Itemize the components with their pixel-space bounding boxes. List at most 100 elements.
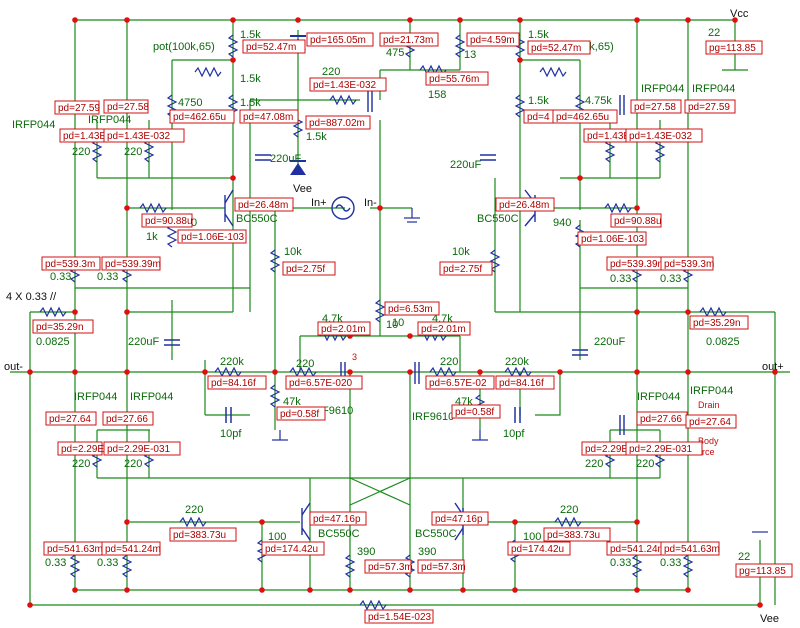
r-47k-a: 47k (283, 396, 301, 408)
pd-box (495, 375, 555, 390)
r-1k5-b: 1.5k (240, 97, 261, 109)
pd-value: pd=0.58f (455, 407, 494, 418)
measurement-boxes: pd=52.47m pd=165.05m pd=21.73m pd=4.59m … (32, 32, 793, 624)
pd-box (32, 319, 94, 334)
pd-box (705, 40, 763, 55)
pd-value: pd=165.05m (310, 35, 366, 46)
out-minus-label: out- (4, 361, 23, 373)
pd-box (451, 404, 501, 419)
pd-box (684, 99, 736, 114)
pd-value: pd=0.58f (280, 409, 319, 420)
cap-10pf-b: 10pf (503, 428, 525, 440)
r-220-k: 220 (560, 504, 578, 516)
bjt-label-4: BC550C (415, 528, 457, 540)
pd-value: pd=55.76m (429, 74, 479, 85)
cap-220uf-a: 220uF (270, 153, 301, 165)
in-plus-label: In+ (311, 197, 327, 209)
ground-symbols (272, 208, 768, 533)
r-033-f: 0.33 (660, 273, 681, 285)
capacitors (164, 154, 588, 423)
r-220-a: 220 (72, 146, 90, 158)
pd-value: pd=1.43E-0 (587, 131, 639, 142)
pd-value: pd=90.88u (145, 216, 193, 227)
pd-value: pd=2.29E-031 (107, 444, 171, 455)
pd-box (57, 441, 103, 456)
r-1k5-d: 1.5k (528, 29, 549, 41)
pd-box (466, 32, 520, 47)
pd-value: pd=4.59m (470, 35, 515, 46)
vee-label-bottom: Vee (760, 613, 779, 625)
mosfet-label-8: IRFP044 (690, 385, 733, 397)
pin-labels: Drain Body ource (692, 400, 720, 457)
rail-labels: Vcc Vee Vee out- out+ In+ In- (4, 8, 784, 625)
r-033-e: 0.33 (610, 273, 631, 285)
r-220k-a: 220k (220, 356, 244, 368)
pin-drain: Drain (698, 400, 720, 410)
r-220-i: 220 (585, 458, 603, 470)
r-0-label: 0 (191, 217, 197, 229)
r-100-a: 100 (268, 531, 286, 543)
pd-value: pd=1.43E-032 (107, 131, 171, 142)
pd-box (242, 39, 306, 54)
pd-value: pd=541.63m (47, 544, 103, 555)
pd-value: pd=1.54E-023 (368, 612, 432, 623)
pd-value: pd=27.59 (58, 103, 100, 114)
pd-value: pd=2.01m (421, 324, 466, 335)
pd-box (625, 441, 703, 456)
r-940: 940 (553, 217, 571, 229)
pd-value: pd=35.29n (693, 318, 741, 329)
pd-value: pd=462.65u (556, 112, 609, 123)
mosfet-label-4: IRFP044 (130, 391, 173, 403)
r-100-b: 100 (523, 531, 541, 543)
r-220-g: 220 (185, 504, 203, 516)
pd-value: pd=2.75f (286, 264, 325, 275)
vee-label-top: Vee (293, 183, 312, 195)
mosfet-label-6: IRFP044 (692, 83, 735, 95)
pd-box (660, 256, 714, 271)
bjt-label-3: BC550C (477, 213, 519, 225)
out-plus-label: out+ (762, 361, 784, 373)
pd-box (239, 109, 299, 124)
r-033-h: 0.33 (660, 557, 681, 569)
r-1k5-f: 1.5k (240, 73, 261, 85)
pd-value: pd=90.88u (614, 216, 662, 227)
mosfet-label-3: IRFP044 (74, 391, 117, 403)
pd-box (305, 115, 371, 130)
junction-dots (27, 17, 778, 608)
pd-box (45, 411, 97, 426)
mosfet-label-5: IRFP044 (641, 83, 684, 95)
pd-box (660, 541, 720, 556)
pd-box (309, 77, 387, 92)
pd-value: pg=113.85 (739, 566, 786, 577)
pd-value: pd=383.73u (173, 530, 226, 541)
pd-box (439, 261, 493, 276)
pd-box (431, 511, 489, 526)
pd-value: pd=47.16p (313, 514, 361, 525)
pd-value: pd=541.24m (610, 544, 666, 555)
pd-box (141, 213, 193, 228)
bjt-label-2: BC550C (318, 528, 360, 540)
r-10-b: 10 (392, 317, 404, 329)
r-22-top: 22 (708, 27, 720, 39)
pd-box (735, 563, 793, 578)
pd-box (101, 256, 161, 271)
component-labels: pot(100k,65) 1.5k 4750 1.5k IRFP044 IRFP… (6, 27, 750, 578)
pd-box (379, 32, 439, 47)
pd-value: pd=6.57E-020 (289, 378, 353, 389)
r-390-b: 390 (418, 546, 436, 558)
bjt-label-1: BC550C (236, 213, 278, 225)
pd-box (425, 375, 495, 390)
r-00825-b: 0.0825 (706, 336, 740, 348)
pin-body: Body (698, 436, 719, 446)
pd-value: pd=539.39m (105, 259, 161, 270)
pd-value: pd=21.73m (383, 35, 433, 46)
r-033-a: 0.33 (50, 271, 71, 283)
in-minus-label: In- (364, 197, 377, 209)
pd-value: pd=174.42u (265, 544, 318, 555)
r-220-h: 220 (440, 356, 458, 368)
pd-value: pd=27.64 (49, 414, 91, 425)
pd-value: pg=113.85 (709, 43, 756, 54)
cap-220uf-b: 220uF (128, 336, 159, 348)
pd-value: pd=174.42u (511, 544, 564, 555)
pd-value: pd=4 (527, 112, 550, 123)
